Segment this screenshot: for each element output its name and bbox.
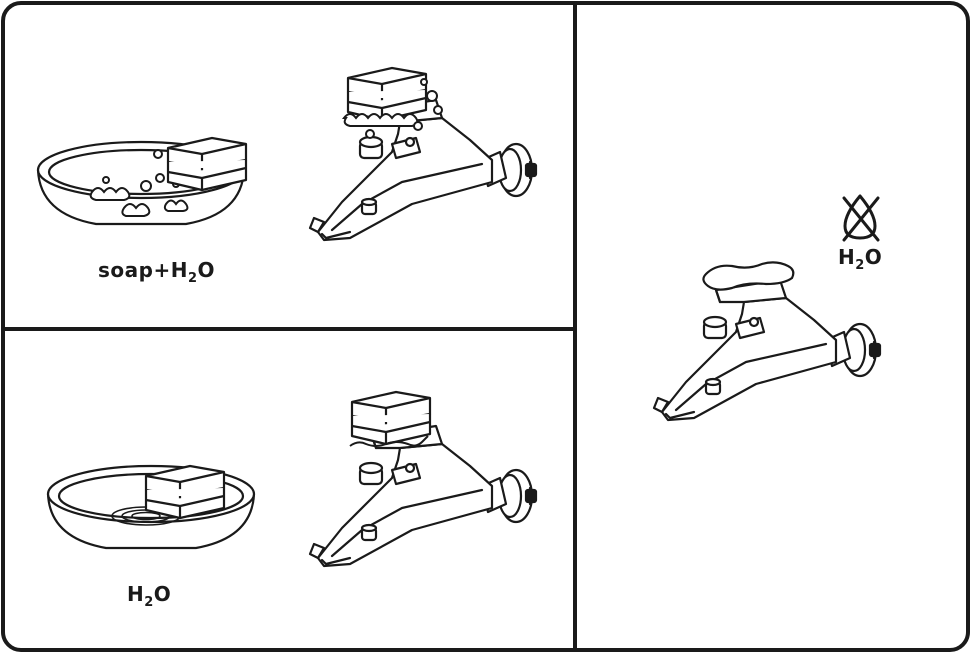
water-film	[349, 435, 429, 447]
dry-cloth	[702, 261, 795, 291]
sponge-on-faucet-soap	[346, 66, 428, 122]
sponge-in-soap	[166, 136, 248, 192]
no-water-label: H2O	[838, 245, 882, 273]
faucet-water	[308, 424, 538, 568]
water-label-suffix: O	[153, 582, 172, 606]
soap-bubbles	[341, 78, 443, 139]
no-water-label-suffix: O	[864, 245, 883, 269]
soap-water-label-prefix: soap+H	[98, 258, 188, 282]
faucet-dry	[652, 278, 882, 422]
water-label: H2O	[127, 582, 171, 610]
soap-water-label-sub: 2	[187, 271, 198, 286]
no-water-label-sub: 2	[855, 258, 865, 273]
water-label-sub: 2	[144, 595, 154, 610]
no-water-drop-icon	[842, 194, 880, 242]
no-water-label-prefix: H	[838, 245, 856, 269]
sponge-on-faucet-water	[350, 390, 432, 446]
water-label-prefix: H	[127, 582, 145, 606]
sponge-in-water	[144, 464, 226, 520]
soap-water-label-suffix: O	[197, 258, 216, 282]
soap-water-label: soap+H2O	[98, 258, 215, 286]
soap-bowl	[36, 140, 246, 226]
